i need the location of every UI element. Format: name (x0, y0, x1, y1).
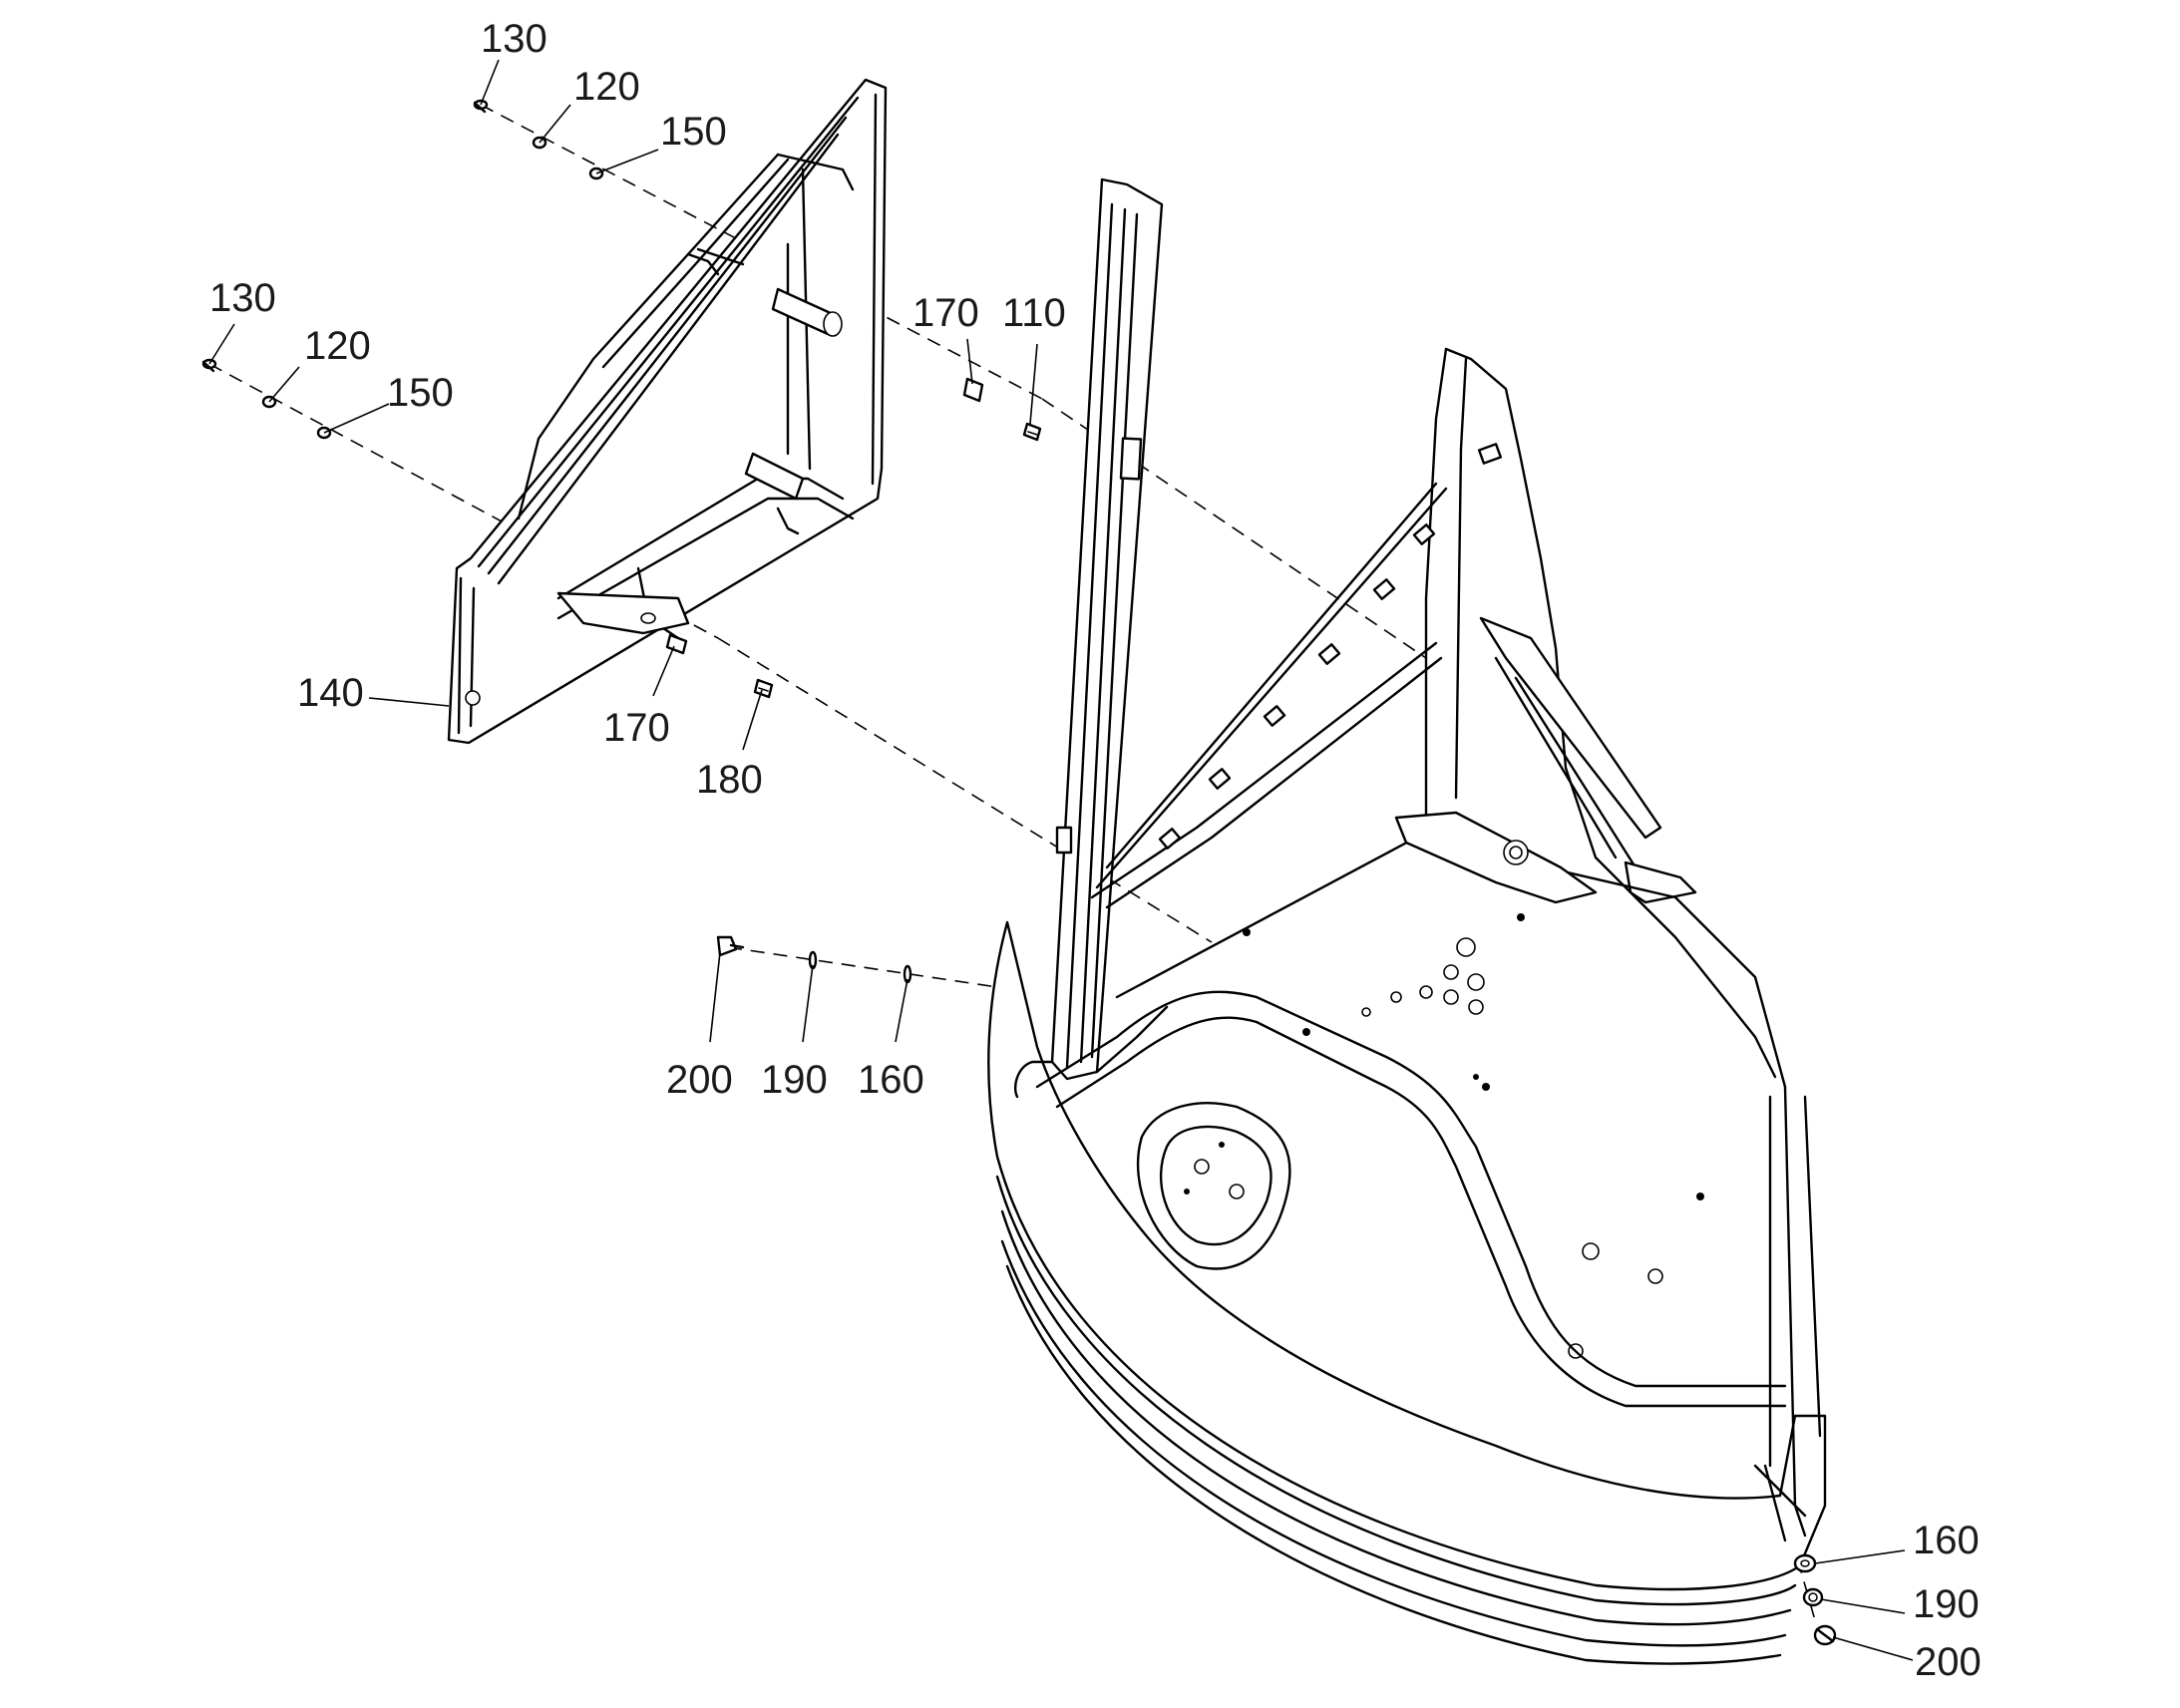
bolt-200-right (1813, 1624, 1837, 1646)
callout-140: 140 (297, 671, 364, 715)
callout-170-upper: 170 (912, 291, 979, 335)
floor-holes (1243, 913, 1704, 1359)
spacer-170-upper (962, 377, 984, 403)
callout-leaders (208, 59, 1914, 1661)
callout-190-right: 190 (1913, 1582, 1980, 1626)
callout-160-right: 160 (1913, 1519, 1980, 1562)
main-housing-frame (987, 177, 1827, 1665)
callout-200-left: 200 (666, 1058, 733, 1102)
screw-130-upper (473, 99, 489, 114)
rail-clips (1158, 523, 1436, 850)
callout-110: 110 (1002, 291, 1066, 335)
callout-130-upper: 130 (481, 17, 547, 61)
screw-130-lower (201, 358, 217, 373)
callout-180: 180 (696, 758, 763, 802)
callout-120-upper: 120 (573, 65, 640, 109)
callout-120-lower: 120 (304, 324, 371, 368)
callout-200-right: 200 (1915, 1640, 1982, 1684)
callout-150-lower: 150 (387, 371, 454, 415)
part-140-side-panel (447, 78, 888, 745)
washer-190-right (1802, 1587, 1824, 1607)
nut-180 (753, 678, 774, 699)
callout-170-lower: 170 (603, 706, 670, 750)
callout-160-left: 160 (858, 1058, 924, 1102)
callout-190-left: 190 (761, 1058, 828, 1102)
callout-130-lower: 130 (209, 276, 276, 320)
bolt-200-left (716, 935, 745, 957)
nut-110 (1022, 422, 1042, 442)
callout-150-upper: 150 (660, 110, 727, 154)
spacer-170-lower (665, 633, 688, 655)
callout-labels: 130 120 150 130 120 150 170 110 140 170 … (209, 17, 1982, 1684)
washer-160-right (1793, 1553, 1817, 1573)
